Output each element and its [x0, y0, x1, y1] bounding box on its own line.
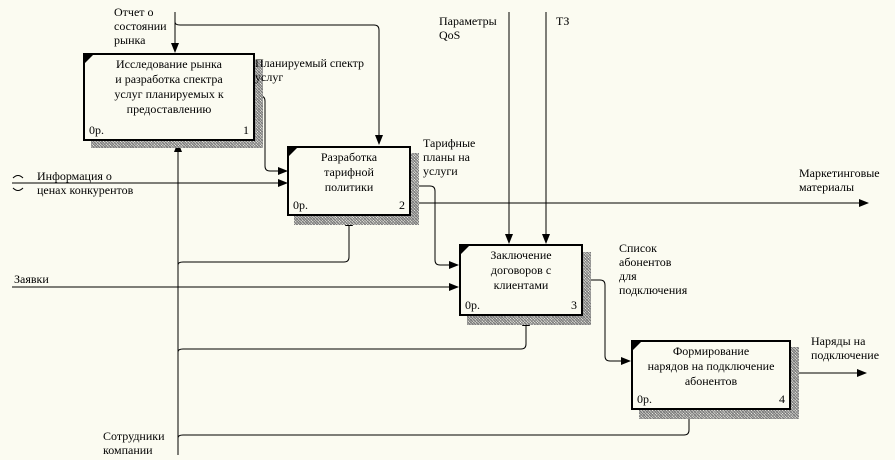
label-subscriber-list: Список абонентов для подключения: [619, 241, 688, 297]
arrow-subscriber-list[interactable]: [581, 279, 631, 365]
label-marketing-materials: Маркетинговые материалы: [799, 166, 880, 194]
arrow-tariff-plans[interactable]: [410, 185, 459, 269]
corner-mark: [289, 148, 297, 156]
activity-title: Заключение договоров с клиентами: [490, 248, 552, 292]
activity-cost: 0р.: [637, 392, 652, 406]
activity-number: 3: [571, 298, 577, 312]
activity-title: Разработка тарифной политики: [320, 150, 378, 194]
arrow-employees-to-a4[interactable]: [177, 409, 693, 439]
label-employees: Сотрудники компании: [103, 429, 165, 457]
activity-number: 1: [243, 123, 249, 137]
activity-cost: 0р.: [89, 123, 104, 137]
label-work-orders: Наряды на подключение: [811, 334, 880, 362]
activity-box-4[interactable]: Формирование нарядов на подключение абон…: [631, 340, 791, 410]
activity-cost: 0р.: [293, 198, 308, 212]
arrow-employees-to-a2[interactable]: [177, 216, 353, 266]
activity-box-1[interactable]: Исследование рынка и разработка спектра …: [83, 53, 255, 141]
corner-mark: [461, 246, 469, 254]
activity-box-3[interactable]: Заключение договоров с клиентами 0р. 3: [459, 244, 583, 316]
arrow-market-report-branch[interactable]: [174, 21, 383, 145]
activity-title: Формирование нарядов на подключение абон…: [647, 344, 775, 388]
label-competitor-prices: Информация о ценах конкурентов: [37, 169, 134, 197]
corner-mark: [633, 342, 641, 350]
activity-cost: 0р.: [465, 298, 480, 312]
label-tariff-plans: Тарифные планы на услуги: [423, 136, 476, 178]
tunnel-icon: [12, 175, 24, 191]
activity-title: Исследование рынка и разработка спектра …: [114, 57, 224, 116]
corner-mark: [85, 55, 93, 63]
activity-number: 2: [399, 198, 405, 212]
activity-box-2[interactable]: Разработка тарифной политики 0р. 2: [287, 146, 411, 216]
label-requests: Заявки: [14, 272, 49, 286]
label-tz: ТЗ: [556, 14, 570, 28]
arrow-employees-to-a3[interactable]: [177, 316, 530, 353]
activity-number: 4: [779, 392, 785, 406]
label-market-report: Отчет о состоянии рынка: [114, 5, 167, 47]
label-qos-params: Параметры QoS: [439, 14, 497, 42]
label-planned-services: Планируемый спектр услуг: [255, 56, 365, 84]
